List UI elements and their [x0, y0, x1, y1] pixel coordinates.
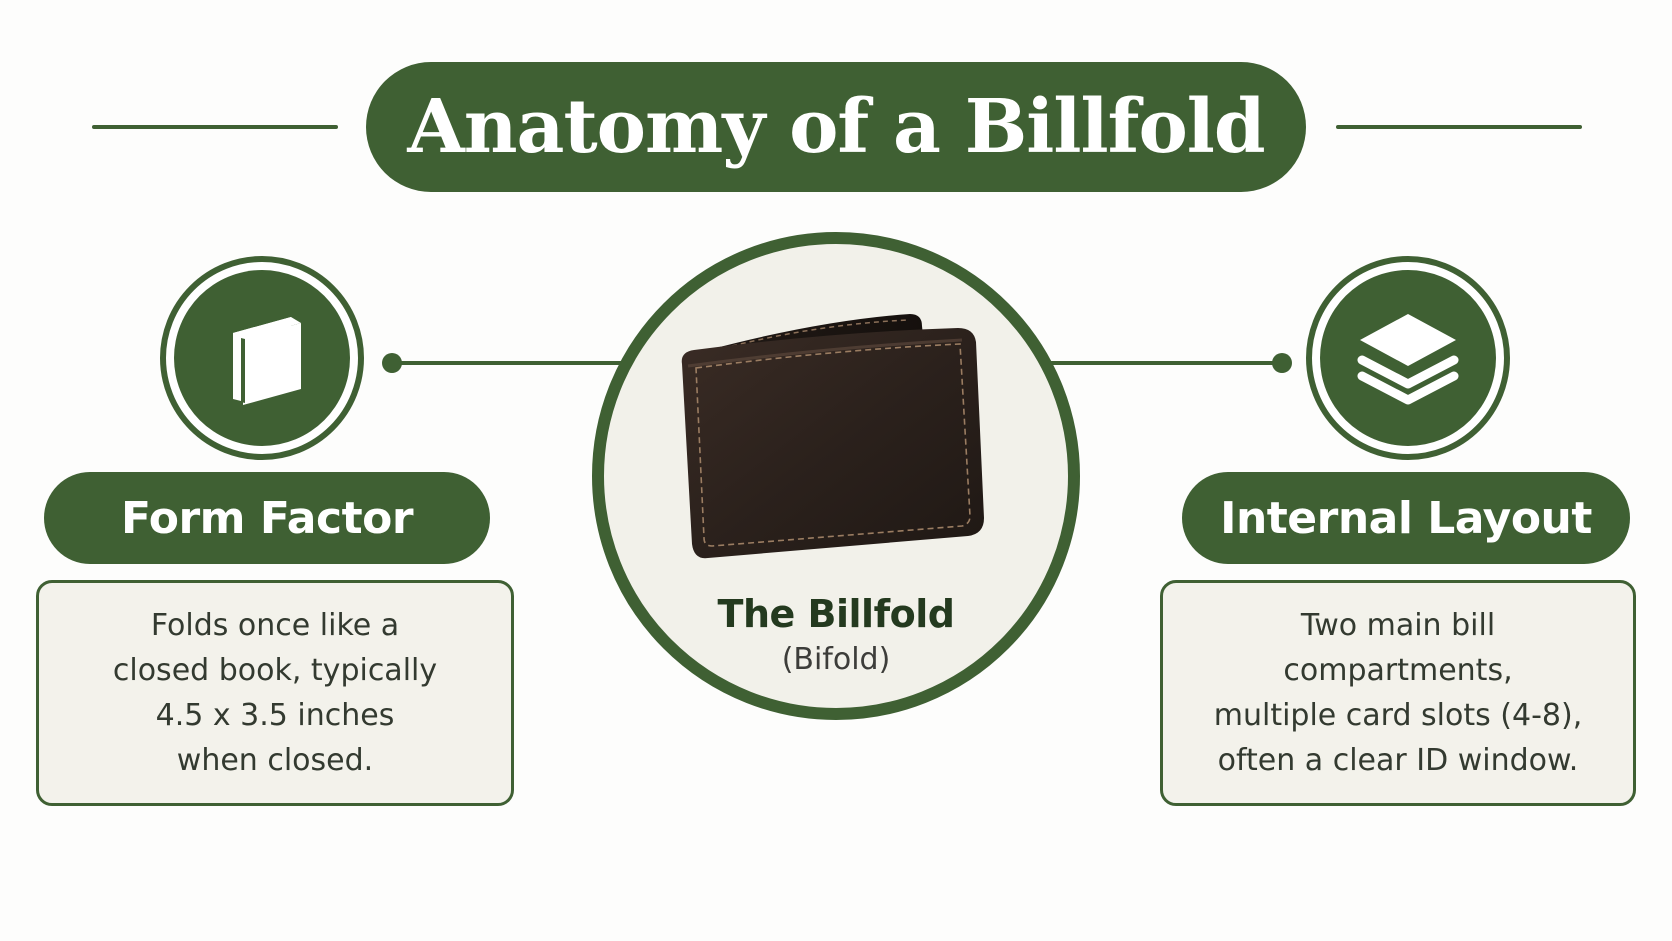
form-factor-line-1: Folds once like a: [150, 608, 400, 643]
book-icon: [233, 317, 301, 405]
left-connector-dot: [382, 353, 402, 373]
page-title: Anatomy of a Billfold: [407, 84, 1265, 170]
internal-layout-line-1: Two main bill: [1300, 608, 1496, 643]
internal-layout-label: Internal Layout: [1182, 472, 1630, 564]
center-title: The Billfold: [717, 592, 955, 636]
internal-layout-line-2: compartments,: [1283, 653, 1513, 688]
brown-leather-wallet-image: [681, 314, 984, 559]
billfold-center-circle: The Billfold (Bifold): [592, 232, 1080, 720]
form-factor-label: Form Factor: [44, 472, 490, 564]
left-connector-line: [392, 361, 624, 365]
center-subtitle: (Bifold): [781, 642, 891, 677]
form-factor-line-2: closed book, typically: [112, 653, 438, 688]
right-connector-dot: [1272, 353, 1292, 373]
form-factor-icon-badge: [160, 256, 364, 460]
title-banner: Anatomy of a Billfold: [366, 62, 1306, 192]
internal-layout-icon-badge: [1306, 256, 1510, 460]
form-factor-line-4: when closed.: [176, 743, 374, 778]
form-factor-description: Folds once like a closed book, typically…: [36, 580, 514, 806]
internal-layout-description: Two main bill compartments, multiple car…: [1160, 580, 1636, 806]
internal-layout-line-3: multiple card slots (4-8),: [1213, 698, 1583, 733]
form-factor-line-3: 4.5 x 3.5 inches: [155, 698, 395, 733]
right-connector-line: [1050, 361, 1282, 365]
internal-layout-line-4: often a clear ID window.: [1217, 743, 1579, 778]
title-rule-right: [1336, 125, 1582, 129]
title-rule-left: [92, 125, 338, 129]
layers-icon: [1357, 314, 1459, 405]
